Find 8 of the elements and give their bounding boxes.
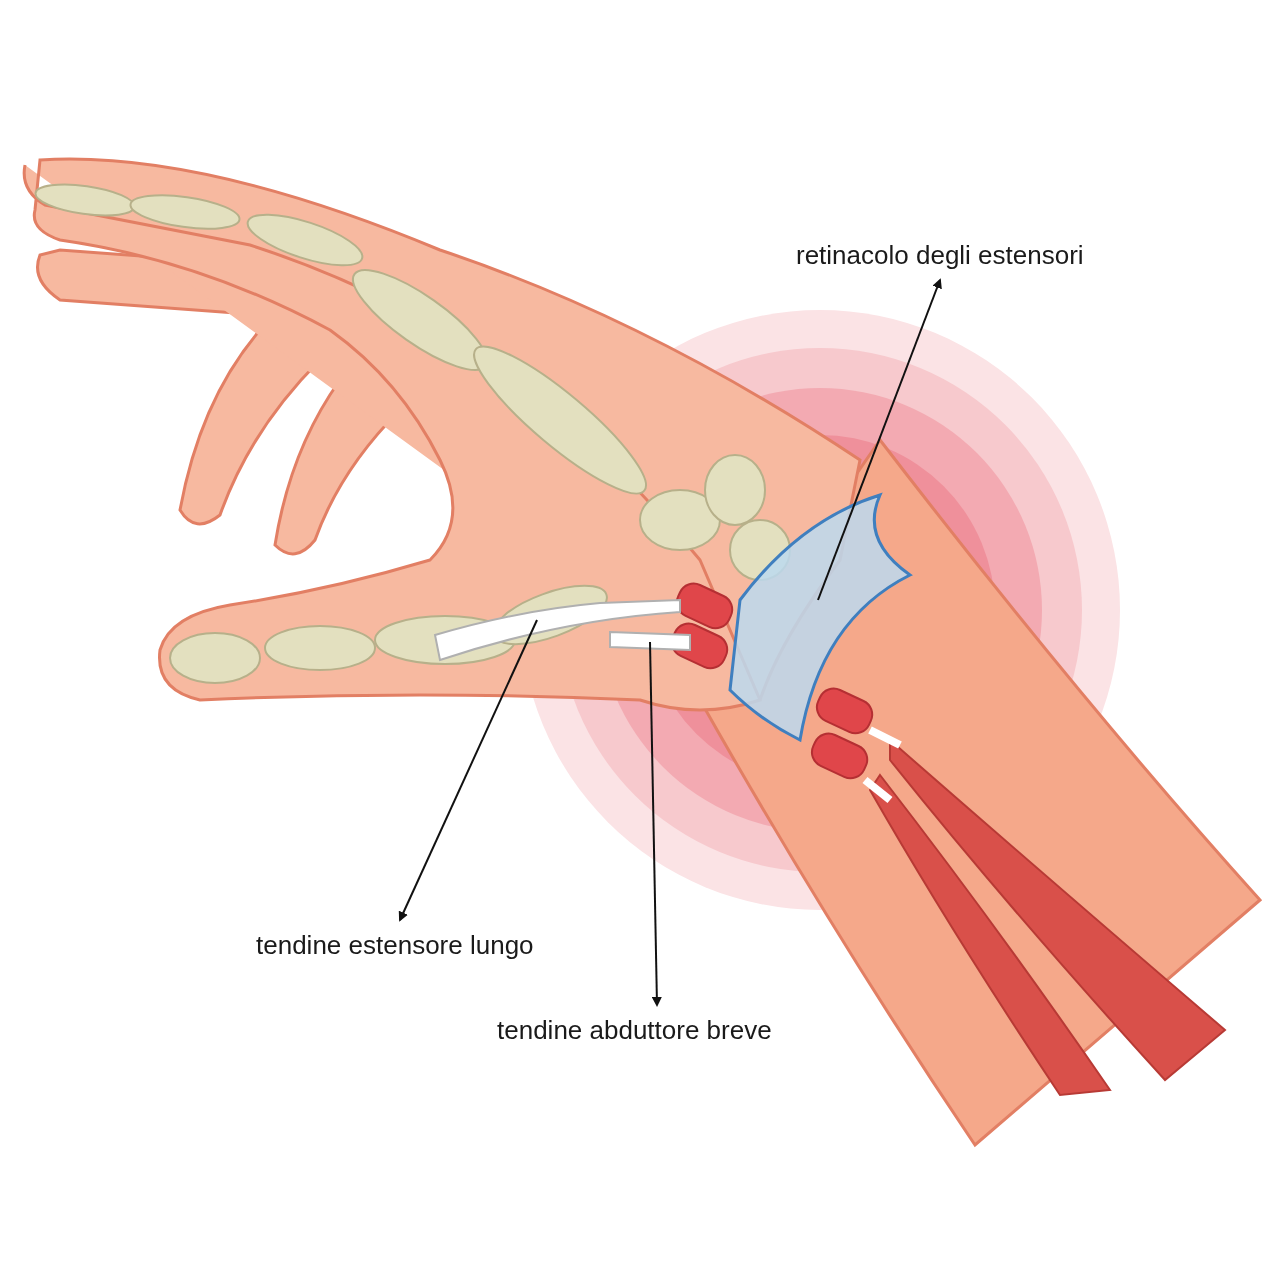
part-label: retinacolo degli estensori — [796, 240, 1084, 271]
retinaculum-band — [728, 493, 912, 742]
tendon — [609, 630, 691, 652]
leader-line — [817, 278, 942, 601]
part-label: tendine estensore lungo — [256, 930, 534, 961]
leader-line — [398, 619, 538, 922]
leader-line — [649, 641, 662, 1007]
part-label: tendine abduttore breve — [497, 1015, 772, 1046]
